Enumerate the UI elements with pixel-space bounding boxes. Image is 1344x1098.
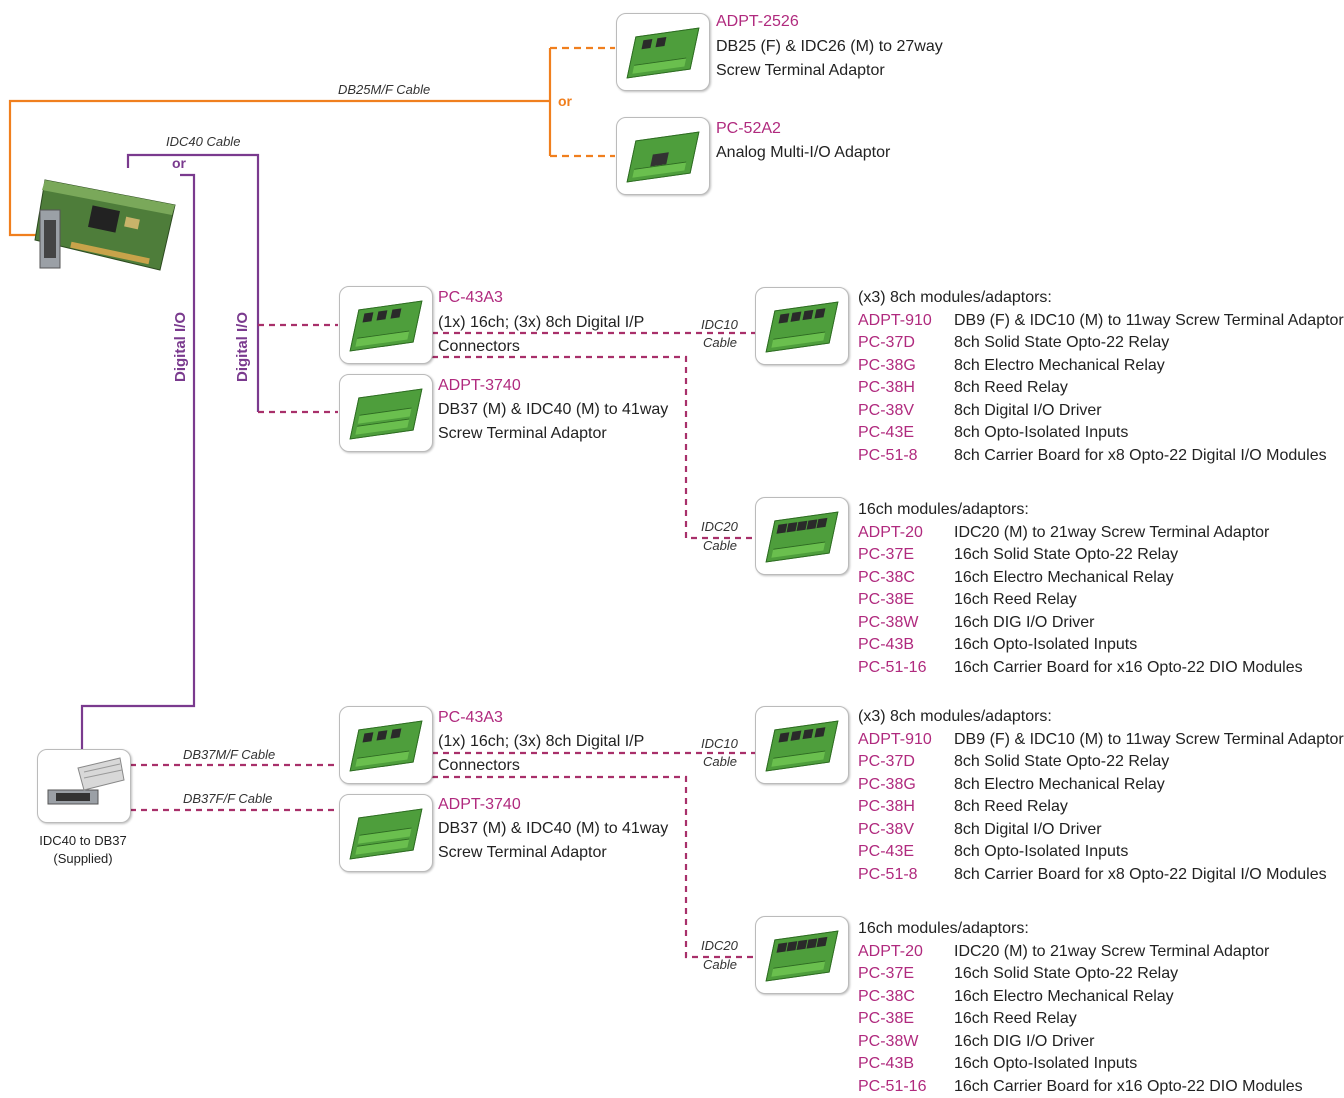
lower-adpt3740-thumbnail [339, 794, 433, 872]
adpt2526-code: ADPT-2526 [716, 10, 799, 34]
digital-io-label-1: Digital I/O [172, 312, 189, 382]
pc52a2-line1: Analog Multi-I/O Adaptor [716, 141, 890, 165]
adpt2526-thumbnail [616, 13, 710, 91]
pc52a2-code: PC-52A2 [716, 117, 781, 141]
list-heading: (x3) 8ch modules/adaptors: [858, 706, 1338, 729]
idc40-cable-label: IDC40 Cable [166, 134, 240, 149]
idc40-or-label: or [172, 155, 186, 171]
upper-adpt3740-thumbnail [339, 374, 433, 452]
upper-pc43a3-line2: Connectors [438, 335, 520, 359]
upper-8ch-module-thumbnail [755, 287, 849, 365]
lower-8ch-module-thumbnail [755, 706, 849, 784]
caption-line2: (Supplied) [18, 850, 148, 868]
lower-pc43a3-line1: (1x) 16ch; (3x) 8ch Digital I/P [438, 730, 644, 754]
db25-or-label: or [558, 93, 572, 109]
db37ff-cable-label: DB37F/F Cable [183, 791, 272, 806]
upper-16ch-module-thumbnail [755, 497, 849, 575]
upper-idc20-label: IDC20 [701, 519, 738, 534]
list-heading: 16ch modules/adaptors: [858, 499, 1338, 522]
upper-idc10-cable-word: Cable [703, 335, 737, 350]
db37mf-cable-label: DB37M/F Cable [183, 747, 275, 762]
idc40-db37-adapter-thumbnail [37, 749, 131, 823]
upper-adpt3740-line1: DB37 (M) & IDC40 (M) to 41way [438, 398, 668, 422]
lower-idc10-cable-word: Cable [703, 754, 737, 769]
pci-io-card [30, 160, 180, 290]
list-heading: (x3) 8ch modules/adaptors: [858, 287, 1338, 310]
lower-idc10-label: IDC10 [701, 736, 738, 751]
pci-card-icon [30, 160, 180, 290]
bracket-icon [38, 750, 130, 822]
lower-pc43a3-code: PC-43A3 [438, 706, 503, 730]
lower-idc20-label: IDC20 [701, 938, 738, 953]
upper-idc10-label: IDC10 [701, 317, 738, 332]
list-heading: 16ch modules/adaptors: [858, 918, 1338, 941]
lower-idc20-cable-word: Cable [703, 957, 737, 972]
adpt2526-line1: DB25 (F) & IDC26 (M) to 27way [716, 35, 943, 59]
idc40-db37-caption: IDC40 to DB37 (Supplied) [18, 832, 148, 868]
db25-cable-label: DB25M/F Cable [338, 82, 430, 97]
lower-pc43a3-thumbnail [339, 706, 433, 784]
digital-io-label-2: Digital I/O [234, 312, 251, 382]
lower-adpt3740-line1: DB37 (M) & IDC40 (M) to 41way [438, 817, 668, 841]
lower-adpt3740-line2: Screw Terminal Adaptor [438, 841, 607, 865]
upper-idc20-cable-word: Cable [703, 538, 737, 553]
lower-adpt3740-code: ADPT-3740 [438, 793, 521, 817]
upper-pc43a3-thumbnail [339, 286, 433, 364]
upper-pc43a3-code: PC-43A3 [438, 286, 503, 310]
caption-line1: IDC40 to DB37 [18, 832, 148, 850]
upper-adpt3740-line2: Screw Terminal Adaptor [438, 422, 607, 446]
lower-16ch-module-thumbnail [755, 916, 849, 994]
lower-pc43a3-line2: Connectors [438, 754, 520, 778]
adpt2526-line2: Screw Terminal Adaptor [716, 59, 885, 83]
upper-pc43a3-line1: (1x) 16ch; (3x) 8ch Digital I/P [438, 311, 644, 335]
pc52a2-thumbnail [616, 117, 710, 195]
upper-adpt3740-code: ADPT-3740 [438, 374, 521, 398]
